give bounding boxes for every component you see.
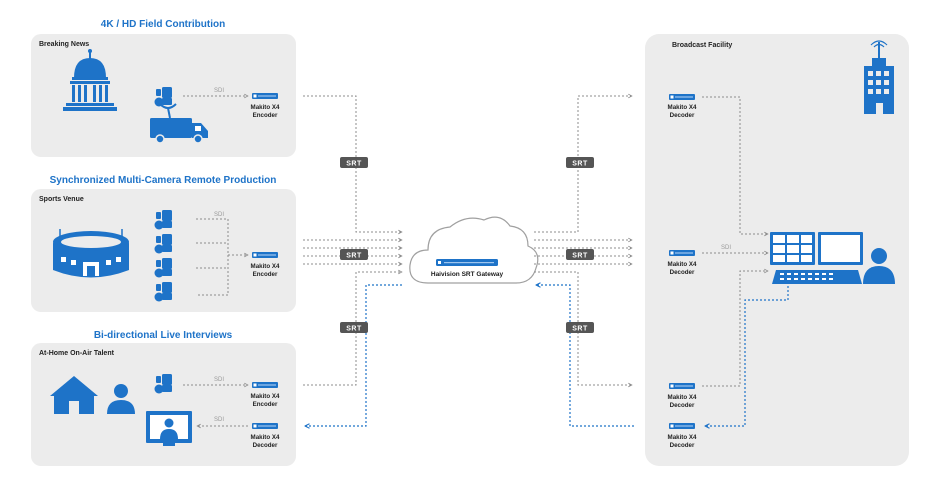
interviews-title: Bi-directional Live Interviews [94,330,233,341]
svg-text:SRT: SRT [346,326,362,333]
decoder-facility-2: Makito X4 Decoder [668,250,697,276]
encoder-field: Makito X4 Encoder [251,93,280,119]
encoder-multicam: Makito X4 Encoder [251,252,280,278]
srt-gateway-cloud: Haivision SRT Gateway [409,216,539,284]
satellite-truck-icon [150,103,208,144]
broadcast-facility-label: Broadcast Facility [672,42,732,49]
srt-badge: SRT [566,322,594,333]
svg-text:Makito X4: Makito X4 [251,104,280,111]
svg-text:Haivision SRT Gateway: Haivision SRT Gateway [431,271,504,278]
sdi-label: SDI [214,377,224,383]
sdi-label: SDI [214,212,224,218]
svg-text:Decoder: Decoder [670,402,695,409]
decoder-facility-1: Makito X4 Decoder [668,94,697,119]
svg-text:Encoder: Encoder [253,112,278,119]
srt-badge: SRT [340,249,368,260]
sdi-label: SDI [214,88,224,94]
srt-badge: SRT [340,157,368,168]
svg-text:Decoder: Decoder [670,442,695,449]
breaking-news-label: Breaking News [39,41,89,48]
decoder-facility-4: Makito X4 Decoder [668,423,697,449]
interviews-panel [31,343,296,466]
svg-text:SRT: SRT [346,161,362,168]
svg-text:Decoder: Decoder [670,269,695,276]
return-stream [536,285,634,427]
svg-text:SRT: SRT [572,326,588,333]
svg-text:Makito X4: Makito X4 [251,434,280,441]
decoder-facility-3: Makito X4 Decoder [668,383,697,409]
house-icon [50,376,98,414]
office-building-icon [864,40,894,114]
svg-text:Makito X4: Makito X4 [251,393,280,400]
field-title: 4K / HD Field Contribution [101,19,225,30]
monitor-talent-icon [146,411,192,446]
svg-text:Encoder: Encoder [253,401,278,408]
svg-text:Decoder: Decoder [670,112,695,119]
sdi-label: SDI [721,245,731,251]
return-stream [705,286,789,426]
svg-text:Encoder: Encoder [253,271,278,278]
sdi-label: SDI [214,417,224,423]
sdi-link [702,96,768,234]
svg-text:Makito X4: Makito X4 [251,263,280,270]
stadium-icon [53,229,129,278]
srt-badge: SRT [340,322,368,333]
decoder-interview: Makito X4 Decoder [251,423,280,449]
svg-text:SRT: SRT [572,253,588,260]
sports-venue-label: Sports Venue [39,196,84,203]
capitol-icon [63,49,117,111]
at-home-talent-label: At-Home On-Air Talent [39,350,115,357]
svg-text:Makito X4: Makito X4 [668,434,697,441]
encoder-interview: Makito X4 Encoder [251,382,280,408]
control-room-icon [770,232,895,284]
multicam-title: Synchronized Multi-Camera Remote Product… [50,175,277,186]
svg-text:Makito X4: Makito X4 [668,104,697,111]
person-icon [107,384,135,414]
svg-text:Makito X4: Makito X4 [668,394,697,401]
svg-text:Makito X4: Makito X4 [668,261,697,268]
svg-text:SRT: SRT [346,253,362,260]
sdi-bus [196,218,229,296]
svg-text:SRT: SRT [572,161,588,168]
srt-badge: SRT [566,157,594,168]
srt-badge: SRT [566,249,594,260]
return-stream [305,284,402,426]
svg-text:Decoder: Decoder [253,442,278,449]
